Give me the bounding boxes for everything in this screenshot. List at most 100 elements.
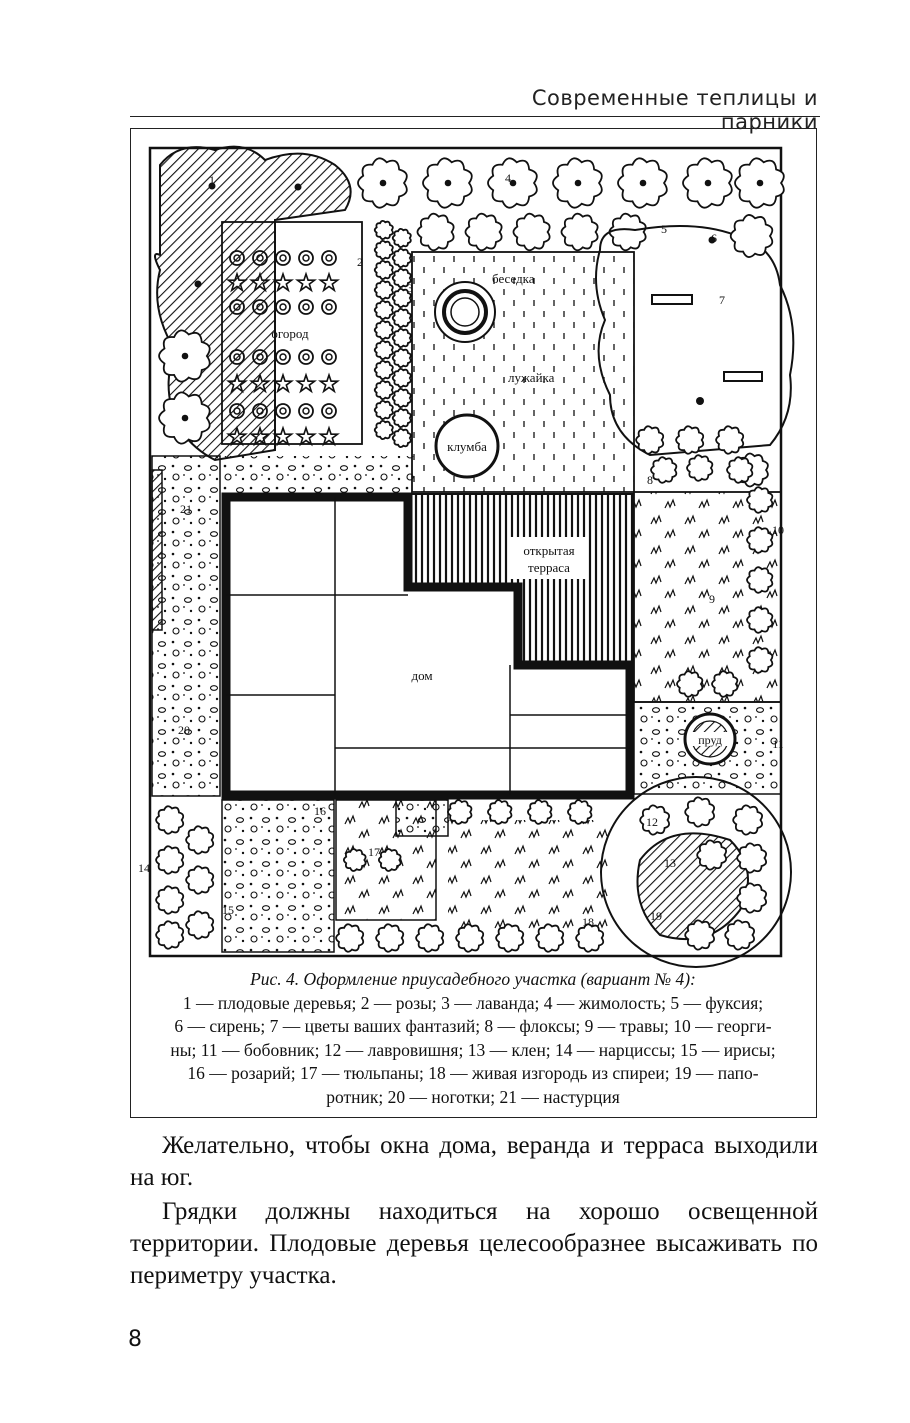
roses-lavender-column [373,219,412,449]
plan-number-16: 16 [314,804,326,818]
tree-symbol [650,456,678,484]
caption-line-3: ны; 11 — бобовник; 12 — лавровишня; 13 —… [170,1039,776,1060]
tree-symbol [377,848,402,872]
tree-symbol [487,799,513,825]
tree-symbol [608,212,647,252]
label-luzhayka: лужайка [508,370,555,385]
plan-number-7: 7 [719,293,725,307]
tree-symbol [375,923,405,953]
fruit-trees-area [154,145,352,462]
plan-number-18: 18 [582,915,594,929]
paragraph-2: Грядки должны находиться на хорошо освещ… [130,1198,818,1289]
tree-symbol [495,923,525,953]
plan-number-14: 14 [138,861,150,875]
caption-line-4: 16 — розарий; 17 — тюльпаны; 18 — живая … [187,1063,759,1083]
header-rule [130,116,820,117]
tree-symbol [415,923,445,953]
tree-symbol [373,399,394,421]
vegetable-garden [221,221,363,445]
trees-left-column [158,329,211,445]
tree-symbol [373,339,394,361]
iris-bed [221,799,335,953]
tree-symbol [391,247,412,269]
tree-symbol [391,427,412,449]
tree-symbol [335,923,365,953]
garden-plan-figure: огород беседка лужайка клумба открытая т… [138,145,795,968]
tree-symbol [391,327,412,349]
tree-symbol [746,606,774,634]
tree-symbol [567,799,593,825]
tree-symbol [155,805,185,835]
tree-symbol [726,456,754,484]
tree-symbol [575,923,605,953]
tree-symbol [373,359,394,381]
tree-symbol [736,882,768,914]
plan-number-21: 21 [180,502,192,516]
tree-symbol [746,526,774,554]
tree-symbol [155,845,185,875]
tree-symbol [464,212,503,252]
tree-symbol [746,566,774,594]
plan-number-19: 19 [650,909,662,923]
tree-symbol [416,212,455,252]
tree-symbol [560,212,599,252]
tree-symbol [512,212,551,252]
plan-number-5: 5 [661,222,667,236]
tree-symbol [373,419,394,441]
plan-number-20: 20 [178,723,190,737]
tree-symbol [746,486,774,514]
tree-symbol [455,923,485,953]
tree-symbol [684,919,716,951]
plan-number-6: 6 [711,231,717,245]
label-terrace-1: открытая [523,543,574,558]
fuchsia-row [416,212,647,252]
tree-symbol [675,425,705,455]
plan-number-4: 4 [505,171,511,185]
plan-number-11: 11 [772,737,784,751]
tree-symbol [639,804,671,836]
tree-symbol [736,842,768,874]
tree-symbol [391,287,412,309]
tree-symbol [373,239,394,261]
plan-number-9: 9 [709,592,715,606]
tree-symbol [684,796,716,828]
tree-symbol [724,919,756,951]
tree-symbol [391,387,412,409]
tree-symbol [635,425,665,455]
tree-symbol [686,454,714,482]
tree-symbol [711,670,739,698]
tree-symbol [373,279,394,301]
shrub-lawn [448,820,608,930]
tree-symbol [391,367,412,389]
tree-symbol [342,848,367,872]
tree-symbol [527,799,553,825]
tree-symbol [535,923,565,953]
tree-symbol [676,670,704,698]
phlox-dahlia-border [650,454,774,698]
plan-number-12: 12 [646,815,658,829]
tree-symbol [729,214,774,258]
plan-number-3: 3 [407,281,413,295]
tree-symbol [715,425,745,455]
label-terrace-2: терраса [528,560,570,575]
plan-number-13: 13 [664,856,676,870]
plan-number-17: 17 [368,845,380,859]
tree-symbol [185,825,215,855]
plan-number-10: 10 [772,523,784,537]
tree-symbol [696,839,728,871]
honeysuckle-row [357,157,785,209]
page-number: 8 [128,1327,142,1352]
tree-symbol [391,227,412,249]
plan-number-8: 8 [647,473,653,487]
caption-title: Рис. 4. Оформление приусадебного участка… [250,969,696,989]
caption-line-2: 6 — сирень; 7 — цветы ваших фантазий; 8 … [174,1016,772,1036]
narcissus-hedge [155,796,768,953]
tree-symbol [391,267,412,289]
paragraph-1: Желательно, чтобы окна дома, веранда и т… [130,1132,818,1191]
tree-symbol [185,910,215,940]
tree-symbol [373,319,394,341]
tree-symbol [373,379,394,401]
plan-number-1: 1 [209,173,215,187]
